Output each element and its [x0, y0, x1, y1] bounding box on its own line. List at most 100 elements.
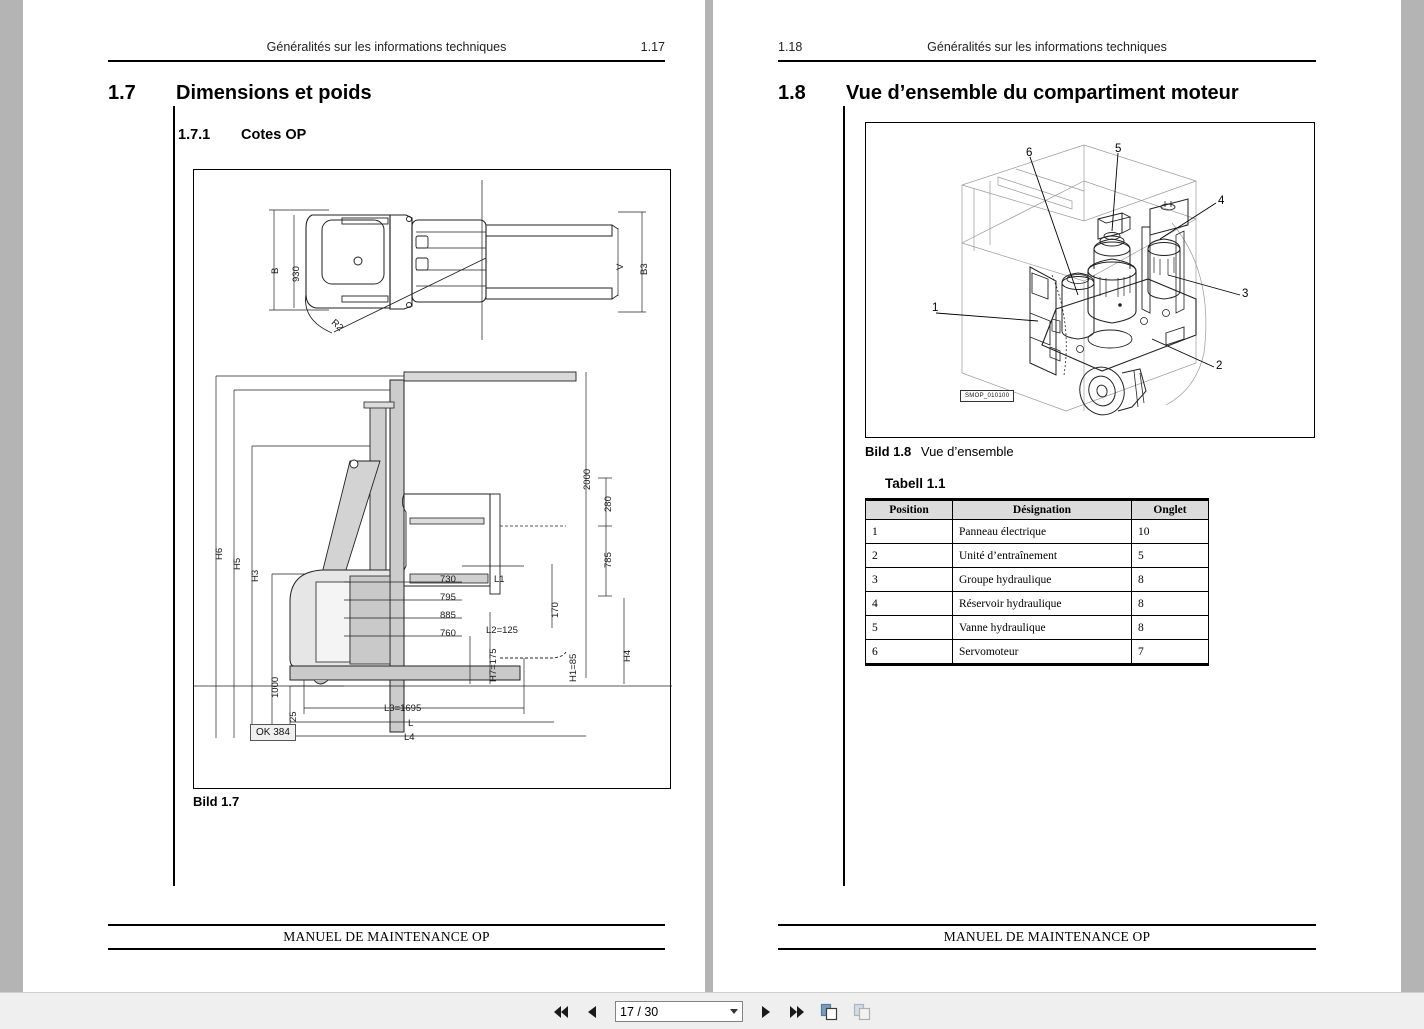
callout-2: 2	[1216, 360, 1223, 372]
dim-label-H1: H1=85	[568, 653, 579, 682]
dim-label-L2: L2=125	[486, 625, 518, 636]
dim-label-795: 795	[440, 592, 456, 603]
margin-rule	[843, 106, 845, 886]
margin-rule	[173, 106, 175, 886]
subsection-title: Cotes OP	[241, 127, 307, 143]
callout-6: 6	[1026, 147, 1033, 159]
table-row: 5 Vanne hydraulique 8	[865, 615, 1209, 640]
dim-label-H4: H4	[622, 649, 633, 662]
dim-label-L3: L3=1695	[384, 703, 422, 714]
drawing-code-label: SMOP_010100	[960, 390, 1015, 402]
previous-page-icon	[588, 1005, 596, 1018]
section-number: 1.7	[108, 82, 136, 104]
single-page-view-button[interactable]	[817, 1001, 841, 1023]
last-page-button[interactable]	[786, 1001, 808, 1023]
dim-label-H5: H5	[232, 557, 243, 570]
dim-label-25: 25	[288, 711, 299, 722]
dim-label-H7: H7=175	[488, 648, 499, 682]
dim-label-170: 170	[550, 602, 561, 618]
dim-label-V: V	[615, 263, 626, 270]
section-title: Vue d’ensemble du compartiment moteur	[846, 82, 1239, 104]
header-page-number: 1.17	[640, 40, 665, 54]
figure-caption-right: Bild 1.8 Vue d’ensemble	[865, 444, 1014, 459]
page-header-right: Généralités sur les informations techniq…	[778, 40, 1316, 62]
callout-1: 1	[932, 302, 939, 314]
dim-label-B3: B3	[639, 263, 650, 275]
cell-position: 1	[865, 519, 953, 544]
cell-onglet: 10	[1131, 519, 1209, 544]
page-gutter	[705, 0, 713, 992]
viewer-toolbar[interactable]: 17 / 30	[0, 992, 1424, 1029]
figure-caption-text: Vue d’ensemble	[920, 444, 1014, 459]
callout-4: 4	[1218, 195, 1225, 207]
table-row: 3 Groupe hydraulique 8	[865, 567, 1209, 592]
dim-label-B: B	[270, 267, 281, 274]
figure-frame-dimensions: B 930 R2 V B3	[193, 169, 672, 789]
table-row: 1 Panneau électrique 10	[865, 519, 1209, 544]
callout-5: 5	[1115, 143, 1122, 155]
dim-label-760: 760	[440, 628, 456, 639]
header-rule	[108, 60, 665, 62]
cell-onglet: 7	[1131, 639, 1209, 666]
header-title: Généralités sur les informations techniq…	[927, 40, 1167, 54]
cell-designation: Vanne hydraulique	[952, 615, 1132, 640]
first-page-button[interactable]	[550, 1001, 572, 1023]
page-right[interactable]: Généralités sur les informations techniq…	[713, 0, 1401, 992]
ok-badge: OK 384	[250, 724, 296, 741]
header-title: Généralités sur les informations techniq…	[266, 40, 507, 54]
section-heading: 1.7 Dimensions et poids	[108, 82, 372, 105]
dim-label-785: 785	[603, 552, 614, 568]
dim-label-L4: L4	[404, 732, 415, 743]
dim-label-2000: 2000	[582, 468, 593, 490]
subsection-heading: 1.7.1 Cotes OP	[178, 127, 306, 143]
figure-caption-label: Bild 1.7	[193, 794, 240, 809]
dim-label-L: L	[408, 718, 414, 729]
parts-table: Position Désignation Onglet 1 Panneau él…	[865, 498, 1209, 666]
document-viewport[interactable]: Généralités sur les informations techniq…	[0, 0, 1424, 992]
single-page-view-icon	[820, 1003, 838, 1020]
table-header-onglet: Onglet	[1131, 498, 1209, 520]
cell-designation: Panneau électrique	[952, 519, 1132, 544]
table-header-row: Position Désignation Onglet	[865, 498, 1209, 520]
cell-position: 2	[865, 543, 953, 568]
cell-position: 6	[865, 639, 953, 666]
forklift-side-view-drawing	[194, 371, 672, 738]
cell-onglet: 5	[1131, 543, 1209, 568]
cell-designation: Unité d’entraînement	[952, 543, 1132, 568]
figure-caption-left: Bild 1.7	[193, 794, 239, 809]
dim-label-H3: H3	[250, 569, 261, 582]
table-header-designation: Désignation	[952, 498, 1132, 520]
page-number-value: 17 / 30	[620, 1004, 659, 1019]
page-header-left: Généralités sur les informations techniq…	[108, 40, 665, 62]
figure-caption-label: Bild 1.8	[865, 444, 912, 459]
chevron-down-icon[interactable]	[730, 1009, 738, 1014]
footer-text: MANUEL DE MAINTENANCE OP	[283, 929, 490, 944]
section-heading: 1.8 Vue d’ensemble du compartiment moteu…	[778, 82, 1239, 105]
cell-onglet: 8	[1131, 591, 1209, 616]
facing-page-view-icon	[853, 1003, 871, 1020]
table-label: Tabell 1.1	[885, 476, 946, 491]
previous-page-button[interactable]	[581, 1001, 603, 1023]
page-footer-left: MANUEL DE MAINTENANCE OP	[108, 924, 665, 950]
dim-label-885: 885	[440, 610, 456, 621]
page-number-combobox[interactable]: 17 / 30	[615, 1001, 743, 1022]
footer-text: MANUEL DE MAINTENANCE OP	[943, 929, 1151, 944]
last-page-icon	[790, 1005, 804, 1018]
header-rule	[778, 60, 1316, 62]
dim-label-H6: H6	[214, 547, 225, 560]
next-page-icon	[762, 1005, 770, 1018]
right-margin	[1401, 0, 1424, 992]
left-margin	[0, 0, 23, 992]
facing-page-view-button[interactable]	[850, 1001, 874, 1023]
dim-label-1000: 1000	[270, 676, 281, 698]
next-page-button[interactable]	[755, 1001, 777, 1023]
page-left[interactable]: Généralités sur les informations techniq…	[23, 0, 705, 992]
table-row: 6 Servomoteur 7	[865, 639, 1209, 666]
table-row: 4 Réservoir hydraulique 8	[865, 591, 1209, 616]
cell-position: 3	[865, 567, 953, 592]
section-title: Dimensions et poids	[176, 82, 372, 104]
footer-rule-bottom	[778, 948, 1316, 950]
dim-label-730: 730	[440, 574, 456, 585]
forklift-top-view-drawing	[269, 180, 646, 340]
